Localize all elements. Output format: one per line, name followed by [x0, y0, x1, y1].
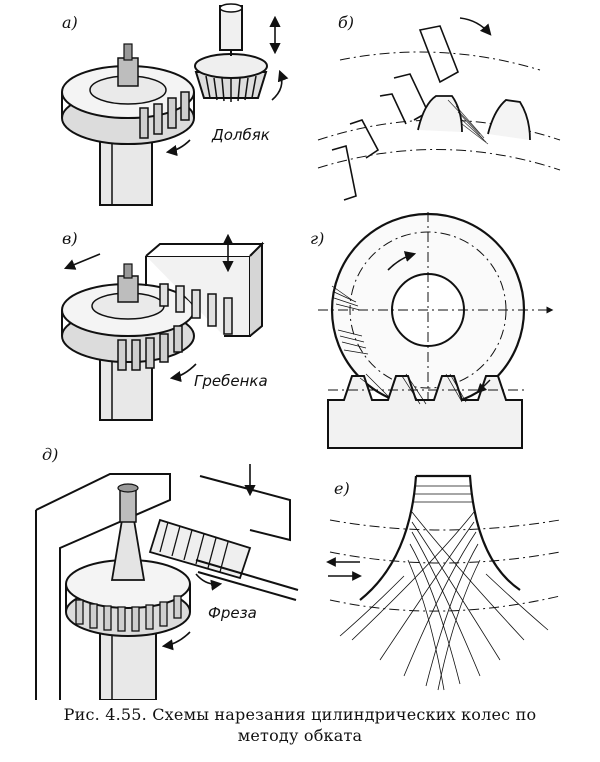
panel-e-label: е) [334, 479, 350, 498]
panel-a-label: а) [62, 13, 78, 32]
rack-profile [327, 375, 523, 449]
panel-d: д) [35, 445, 299, 700]
rotation-arrow [165, 139, 191, 157]
panel-b: б) [317, 13, 561, 201]
callout-dolbyak: Долбяк [211, 126, 270, 144]
caption-line-1: Рис. 4.55. Схемы нарезания цилиндрически… [63, 705, 537, 724]
hob-cutter [148, 518, 299, 601]
caption-line-2: методу обката [237, 726, 363, 745]
figure-caption: Рис. 4.55. Схемы нарезания цилиндрически… [0, 704, 600, 746]
panel-g: г) [310, 212, 554, 449]
tooth-profile [416, 474, 521, 591]
panel-d-label: д) [42, 445, 58, 464]
panel-b-label: б) [338, 13, 354, 32]
shaper-cutter [194, 3, 268, 102]
panel-v-label: в) [62, 229, 78, 248]
generated-teeth [417, 95, 531, 141]
panel-v: в) Гребенка [61, 229, 268, 421]
panel-a: а) [61, 3, 289, 206]
panel-e: е) [326, 474, 561, 691]
callout-freza: Фреза [208, 604, 257, 622]
gear-cutting-figure: а) [35, 3, 561, 700]
cutter-envelope-lines [339, 485, 549, 691]
panel-g-label: г) [310, 229, 324, 248]
callout-grebenka: Гребенка [194, 372, 268, 390]
cutter-tooth-positions [331, 25, 459, 201]
